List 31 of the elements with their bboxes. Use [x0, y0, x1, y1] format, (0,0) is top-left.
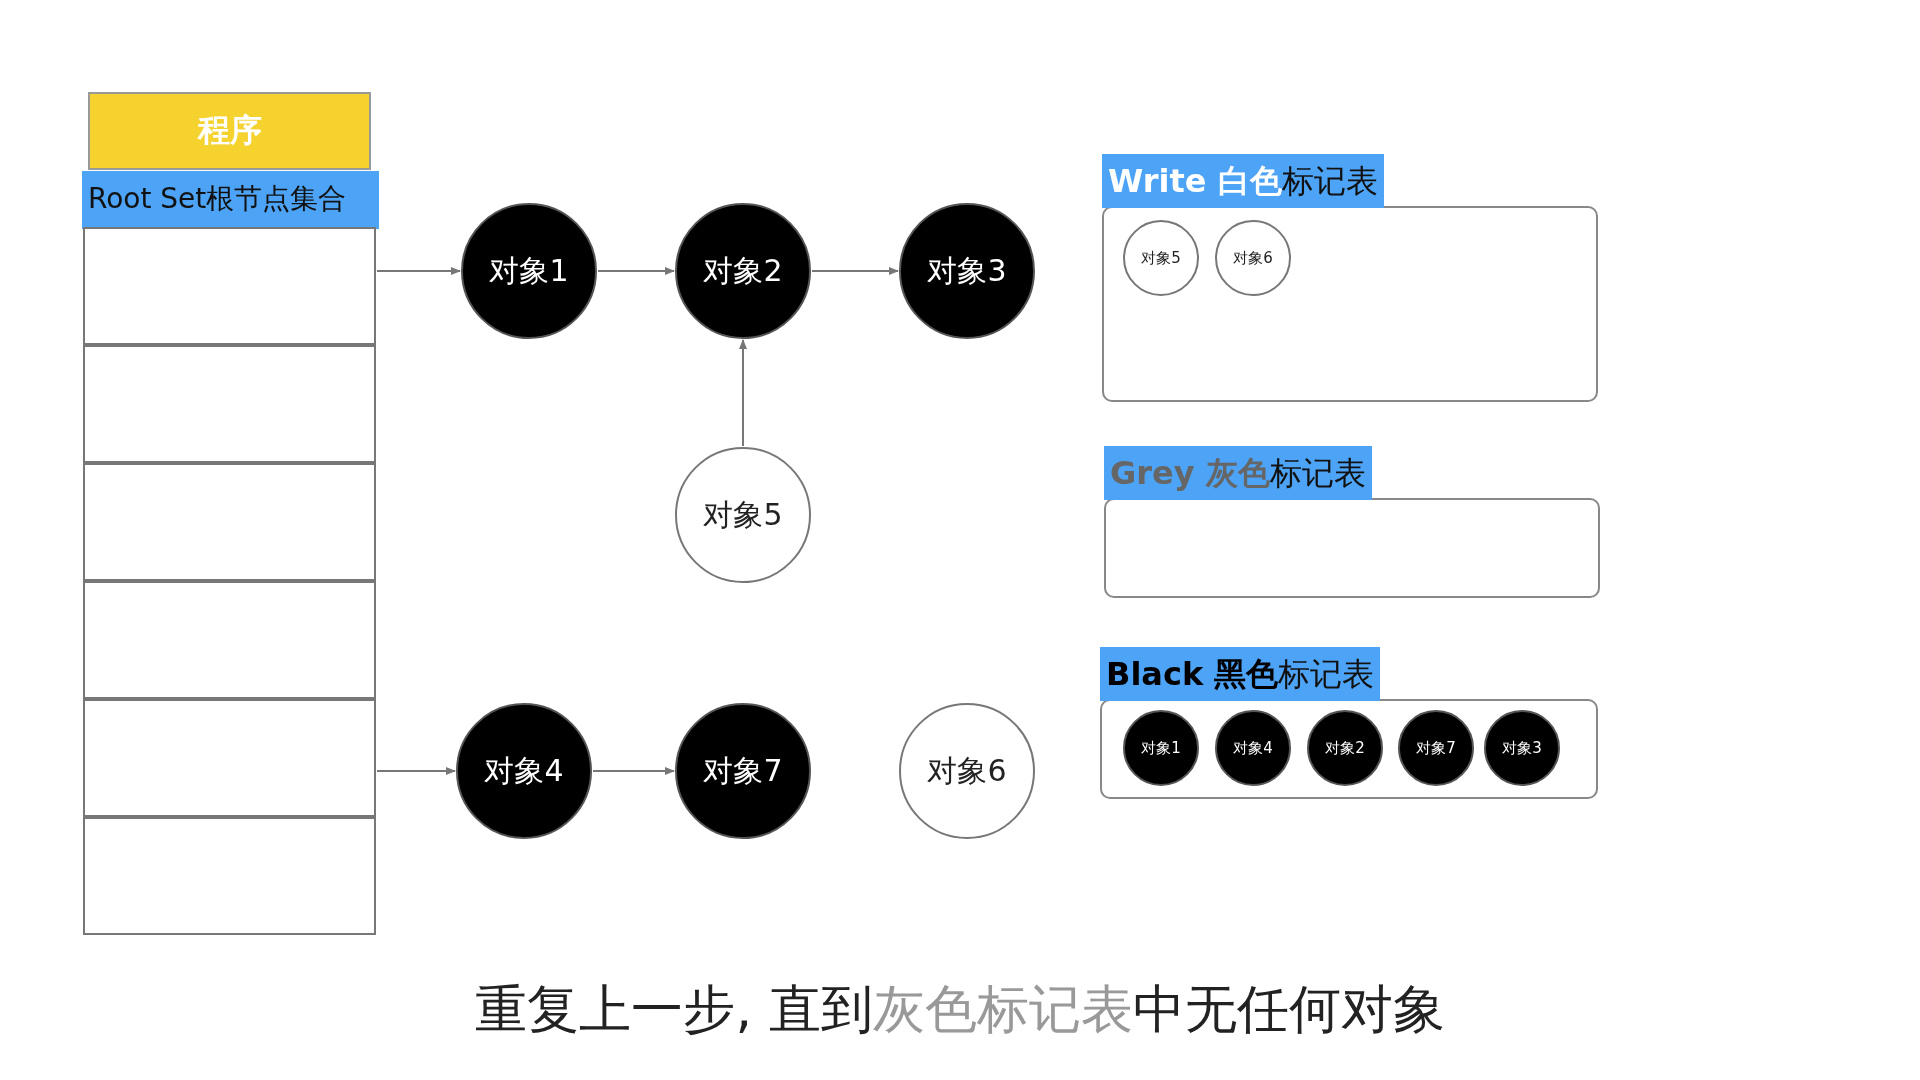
table-heading: Black 黑色标记表 — [1100, 647, 1381, 701]
arrow — [592, 767, 675, 775]
object-circle: 对象4 — [1215, 710, 1291, 786]
table-row — [83, 699, 376, 817]
table-heading: Grey 灰色标记表 — [1104, 446, 1372, 500]
table-row — [83, 227, 376, 345]
object-circle: 对象5 — [1123, 220, 1199, 296]
caption: 重复上一步, 直到灰色标记表中无任何对象 — [474, 978, 1446, 1041]
object-circle: 对象4 — [456, 703, 592, 839]
table-heading: Write 白色标记表 — [1102, 154, 1384, 208]
object-circle: 对象2 — [1307, 710, 1383, 786]
table-row — [83, 463, 376, 581]
arrow — [376, 267, 461, 275]
object-circle: 对象3 — [899, 203, 1035, 339]
arrow — [597, 267, 675, 275]
object-circle: 对象7 — [1398, 710, 1474, 786]
object-circle: 对象1 — [1123, 710, 1199, 786]
arrow — [811, 267, 899, 275]
arrow — [376, 767, 456, 775]
object-circle: 对象7 — [675, 703, 811, 839]
table-row — [83, 345, 376, 463]
object-circle: 对象3 — [1484, 710, 1560, 786]
object-circle: 对象2 — [675, 203, 811, 339]
arrow — [739, 339, 747, 447]
table-row — [83, 581, 376, 699]
object-circle: 对象6 — [1215, 220, 1291, 296]
object-circle: 对象1 — [461, 203, 597, 339]
object-circle: 对象6 — [899, 703, 1035, 839]
table-heading: Root Set根节点集合 — [82, 171, 379, 229]
program-box: 程序 — [88, 92, 371, 170]
object-circle: 对象5 — [675, 447, 811, 583]
